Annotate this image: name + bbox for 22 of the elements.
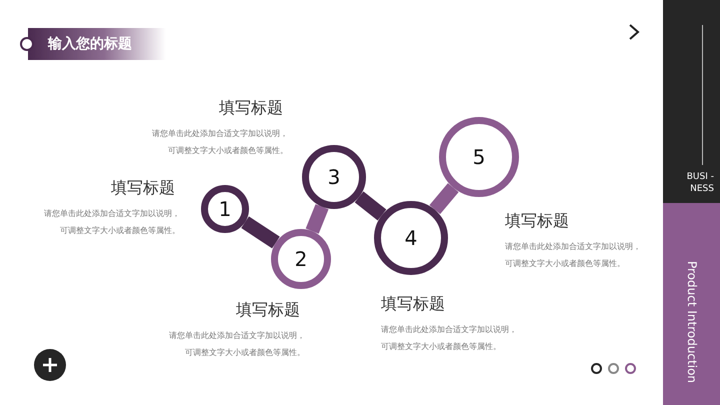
label-text: BUSI -NESS — [686, 171, 714, 195]
title-text: 输入您的标题 — [48, 35, 132, 54]
connector-band — [429, 183, 459, 214]
description-text: 请您单击此处添加合适文字加以说明，可调整文字大小或者颜色等属性。 — [151, 128, 288, 157]
number-circle: 5 — [439, 117, 519, 197]
description-text: 请您单击此处添加合适文字加以说明，可调整文字大小或者颜色等属性。 — [505, 241, 642, 270]
description-text: 请您单击此处添加合适文字加以说明，可调整文字大小或者颜色等属性。 — [381, 324, 518, 353]
description-text: 请您单击此处添加合适文字加以说明，可调整文字大小或者颜色等属性。 — [168, 330, 305, 359]
connector-band — [354, 191, 386, 221]
heading-text: 填写标题 — [219, 98, 283, 119]
description-text: 请您单击此处添加合适文字加以说明，可调整文字大小或者颜色等属性。 — [43, 208, 180, 237]
heading-text: 填写标题 — [505, 211, 569, 232]
number-circle: 1 — [201, 185, 249, 233]
number-circle: 3 — [302, 145, 366, 209]
heading-text: 填写标题 — [236, 300, 300, 321]
number-circle: 2 — [271, 229, 331, 289]
label-text: Product Introduction — [684, 260, 700, 386]
connector-band — [306, 204, 329, 234]
number-circle: 4 — [374, 201, 448, 275]
heading-text: 填写标题 — [111, 178, 175, 199]
heading-text: 填写标题 — [381, 294, 445, 315]
connector-band — [241, 216, 280, 248]
